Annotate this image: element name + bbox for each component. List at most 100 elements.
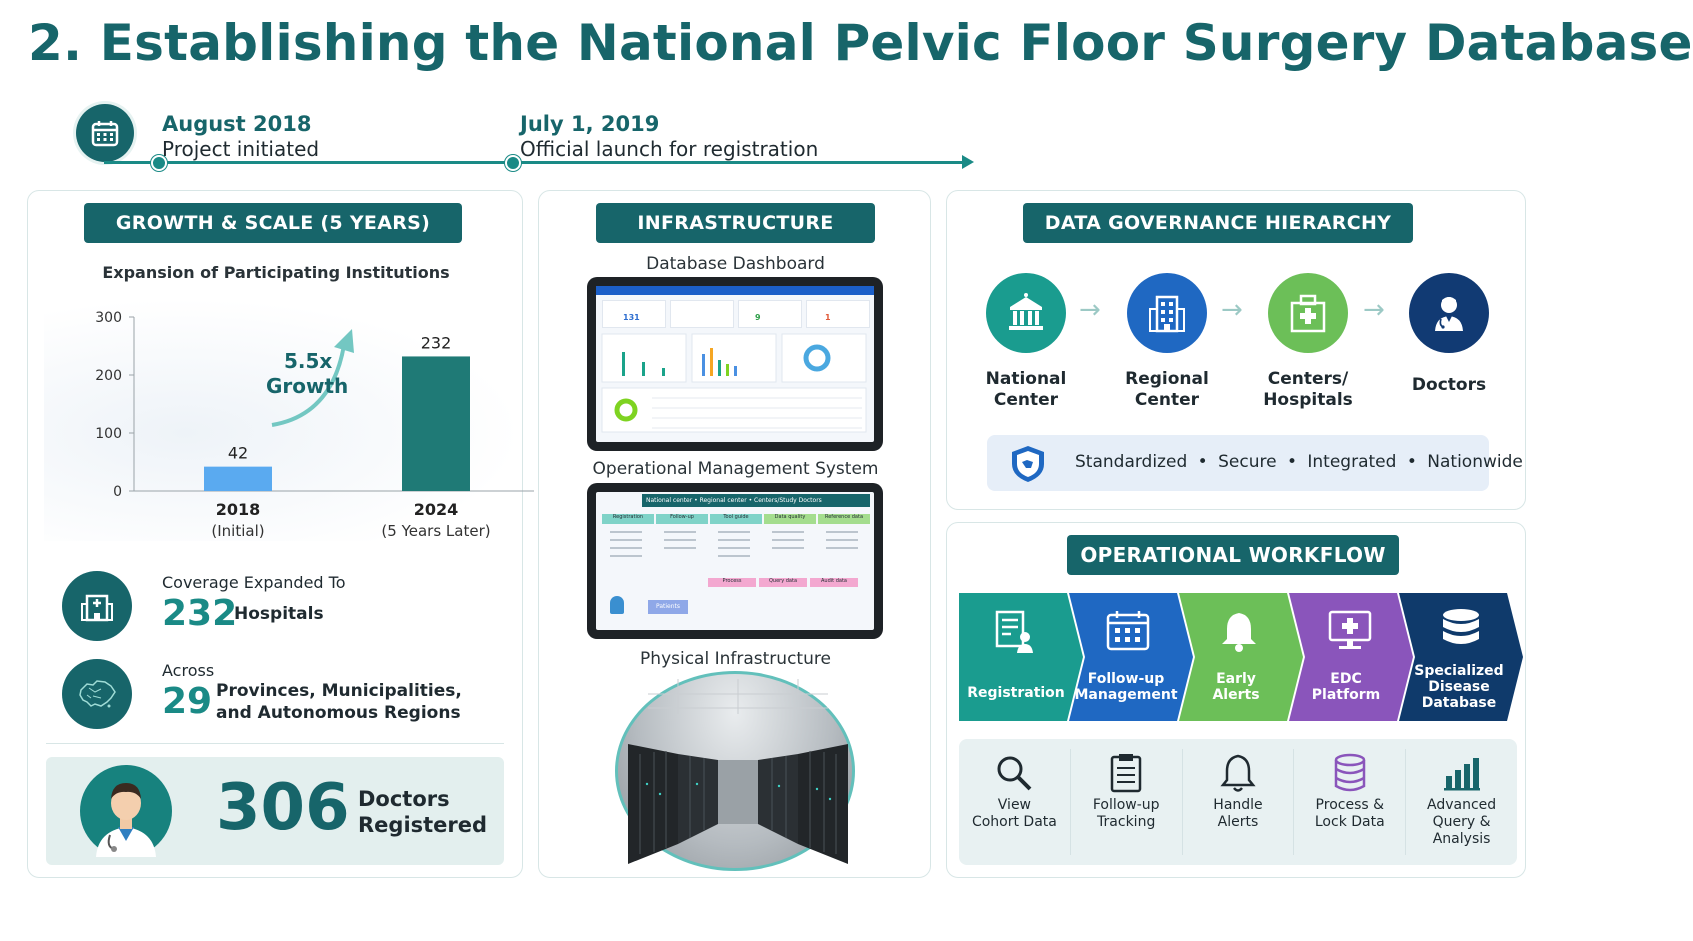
banner-item: Secure (1218, 452, 1277, 472)
across-prefix: Across (162, 661, 215, 680)
gov-label-line: National (985, 369, 1067, 389)
workflow-header: OPERATIONAL WORKFLOW (1067, 535, 1399, 575)
growth-header: GROWTH & SCALE (5 YEARS) (84, 203, 462, 243)
ops-patients-box: Patients (648, 600, 688, 614)
x-tick-label: 2018 (216, 500, 261, 519)
step-label-line: Registration (967, 685, 1065, 701)
kpi-card (670, 300, 734, 328)
banner-item: Nationwide (1427, 452, 1523, 472)
timeline-desc: Project initiated (162, 137, 320, 161)
timeline-dot-2019 (505, 155, 521, 171)
step-label-line: Specialized (1414, 663, 1504, 679)
doctors-text: Doctors (358, 787, 450, 811)
x-tick-label: 2024 (414, 500, 459, 519)
step-label-line: Disease (1428, 679, 1490, 695)
step-label: EDC Platform (1291, 671, 1401, 703)
china-map-icon (62, 659, 132, 729)
ops-tablet: National center • Regional center • Cent… (587, 483, 883, 639)
banner-item: Standardized (1075, 452, 1188, 472)
action-label: Advanced (1427, 797, 1497, 813)
divider (1293, 749, 1295, 855)
action-label: Tracking (1097, 814, 1156, 830)
workflow-actions: View Cohort Data Follow-up Tracking Hand… (959, 739, 1517, 865)
ops-col: Follow-up (656, 514, 708, 524)
step-label: Specialized Disease Database (1403, 663, 1515, 711)
ops-col: Data quality (764, 514, 816, 524)
timeline-date: August 2018 (162, 112, 312, 136)
ops-doctor-icon (610, 596, 624, 614)
calendar-icon (76, 104, 134, 162)
dashboard-caption: Database Dashboard (646, 254, 825, 274)
gov-label-doctors: Doctors (1389, 375, 1509, 396)
action-label: View (997, 797, 1032, 813)
coverage-value: 232 (162, 593, 238, 634)
step-label-line: EDC (1330, 671, 1362, 687)
physical-caption: Physical Infrastructure (640, 649, 831, 669)
governance-banner: Standardized • Secure • Integrated • Nat… (987, 435, 1523, 491)
action-label: Analysis (1432, 831, 1491, 847)
dashboard-topbar (596, 286, 874, 295)
action-process-lock[interactable]: Process & Lock Data (1294, 749, 1405, 855)
gov-label-line: Doctors (1411, 375, 1487, 395)
bar-value-label: 42 (228, 444, 248, 463)
ops-banner: National center • Regional center • Cent… (642, 494, 870, 507)
action-handle-alerts[interactable]: Handle Alerts (1183, 749, 1294, 855)
action-view-cohort[interactable]: View Cohort Data (959, 749, 1070, 855)
coverage-prefix: Coverage Expanded To (162, 573, 346, 592)
doctors-value: 306 (216, 771, 350, 845)
y-tick-label: 300 (95, 310, 122, 326)
gov-label-line: Regional (1125, 369, 1209, 389)
action-label: Cohort Data (971, 814, 1057, 830)
ops-caption: Operational Management System (592, 459, 879, 479)
across-text: and Autonomous Regions (216, 703, 461, 723)
step-label-line: Follow-up (1087, 671, 1165, 687)
action-advanced-query[interactable]: Advanced Query & Analysis (1406, 749, 1517, 855)
growth-multiplier: 5.5x (284, 349, 333, 373)
bar-chart-icon (1406, 749, 1517, 797)
kpi-card: 9 (738, 300, 802, 328)
divider (1069, 749, 1071, 855)
infrastructure-panel: INFRASTRUCTURE Database Dashboard 131 9 … (538, 190, 931, 878)
clipboard-icon (1071, 749, 1182, 797)
growth-arrow-icon (271, 329, 354, 427)
x-tick-sublabel: (Initial) (211, 522, 264, 540)
chevron-early-alerts (1179, 593, 1303, 721)
page-title: 2. Establishing the National Pelvic Floo… (28, 14, 1693, 72)
kpi-value: 131 (623, 313, 640, 322)
action-label: Query & (1432, 814, 1491, 830)
step-label: Follow-up Management (1071, 671, 1181, 703)
timeline-line (104, 161, 966, 164)
action-label: Follow-up (1092, 797, 1160, 813)
shield-icon (1009, 444, 1047, 488)
arrow-right-icon: → (1363, 295, 1385, 325)
timeline-dot-2018 (151, 155, 167, 171)
timeline: August 2018 Project initiated July 1, 20… (0, 100, 1000, 180)
coverage-unit: Hospitals (234, 604, 324, 624)
step-label-line: Platform (1311, 687, 1381, 703)
action-follow-up[interactable]: Follow-up Tracking (1071, 749, 1182, 855)
action-label: Alerts (1217, 814, 1259, 830)
gov-label-line: Center (1134, 390, 1200, 410)
bar (402, 356, 470, 491)
bar-value-label: 232 (421, 333, 452, 352)
chart-title: Expansion of Participating Institutions (102, 263, 450, 282)
government-building-icon (986, 273, 1066, 353)
kpi-value: 9 (755, 313, 761, 322)
timeline-desc: Official launch for registration (520, 137, 819, 161)
timeline-date: July 1, 2019 (520, 112, 660, 136)
y-tick-label: 200 (95, 368, 122, 384)
doctor-avatar-icon (80, 765, 172, 857)
step-label-line: Early (1216, 671, 1256, 687)
kpi-card: 131 (602, 300, 666, 328)
arrow-right-icon (962, 155, 974, 169)
governance-panel: DATA GOVERNANCE HIERARCHY → → → National… (946, 190, 1526, 510)
calendar-icon (1105, 609, 1151, 657)
step-label-line: Alerts (1212, 687, 1260, 703)
workflow-panel: OPERATIONAL WORKFLOW Registration Follow… (946, 522, 1526, 878)
database-icon (1439, 607, 1483, 657)
step-label-line: Management (1074, 687, 1178, 703)
doctors-text: Registered (358, 813, 488, 837)
chevron-registration (959, 593, 1083, 721)
arrow-right-icon: → (1079, 295, 1101, 325)
